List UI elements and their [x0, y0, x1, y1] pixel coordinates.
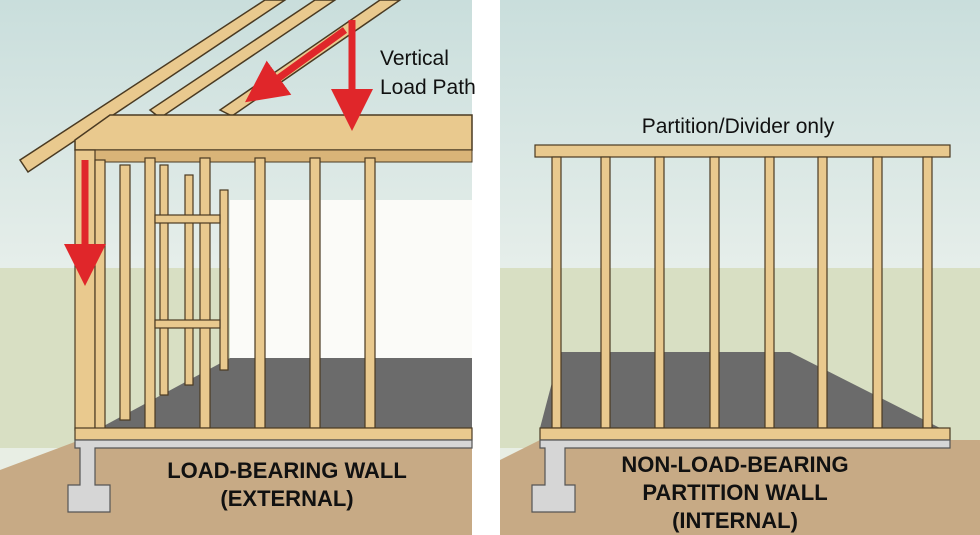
- partition-studs: [551, 156, 933, 429]
- vertical-load-path-label-2: Load Path: [380, 76, 476, 99]
- floor-slab-right: [540, 352, 940, 428]
- right-title: NON-LOAD-BEARING: [621, 452, 848, 477]
- floor-slab: [100, 358, 472, 428]
- vertical-load-path-label: Vertical: [380, 47, 449, 70]
- partition-label: Partition/Divider only: [642, 115, 835, 138]
- top-plate-beam: [74, 114, 473, 151]
- right-title-3: (INTERNAL): [672, 508, 798, 533]
- foundation: [67, 439, 473, 513]
- left-panel: Vertical Load Path LOAD-BEARING WALL (EX…: [0, 0, 476, 535]
- foundation-right: [531, 439, 951, 513]
- left-title: LOAD-BEARING WALL: [167, 458, 407, 483]
- top-plate: [534, 144, 951, 158]
- right-title-2: PARTITION WALL: [642, 480, 827, 505]
- right-panel: Partition/Divider only NON-LOAD-BEARING …: [500, 0, 980, 535]
- left-subtitle: (EXTERNAL): [220, 486, 353, 511]
- load-path-arrows: [64, 20, 373, 286]
- wall-studs: [74, 149, 376, 431]
